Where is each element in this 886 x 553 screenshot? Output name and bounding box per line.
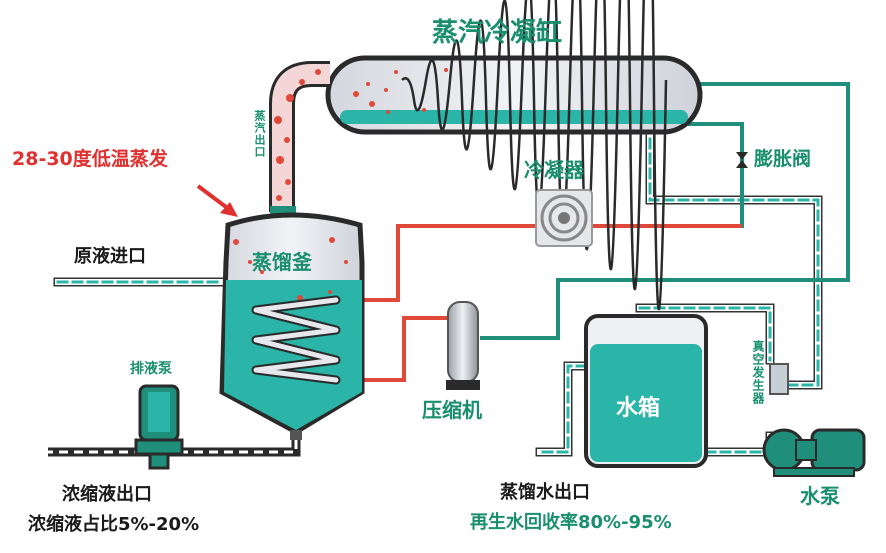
low-temp-evaporation-label: 28-30度低温蒸发 bbox=[12, 148, 168, 170]
condenser-label: 冷凝器 bbox=[524, 158, 584, 182]
water-tank-shape bbox=[584, 314, 708, 468]
concentrate-ratio-label: 浓缩液占比5%-20% bbox=[28, 514, 200, 535]
distilled-water-outlet-label: 蒸馏水出口 bbox=[500, 482, 590, 503]
steam-riser-pipe bbox=[269, 61, 330, 216]
teal-lines bbox=[480, 82, 850, 340]
distillation-kettle-label: 蒸馏釜 bbox=[252, 250, 312, 274]
condensing-cylinder-label: 蒸汽冷凝缸 bbox=[432, 18, 563, 48]
water-pump-label: 水泵 bbox=[800, 484, 840, 508]
distillation-kettle bbox=[219, 212, 365, 440]
concentrate-outlet-label: 浓缩液出口 bbox=[62, 484, 152, 505]
steam-outlet-label: 蒸汽出口 bbox=[253, 110, 266, 158]
condenser-fan-shape bbox=[535, 189, 593, 247]
evaporation-arrow bbox=[196, 184, 238, 217]
recovery-rate-label: 再生水回收率80%-95% bbox=[470, 512, 672, 533]
expansion-valve-label: 膨胀阀 bbox=[754, 148, 812, 170]
water-pump-shape bbox=[762, 428, 866, 477]
discharge-pump-label: 排液泵 bbox=[130, 361, 172, 377]
condensing-cylinder bbox=[325, 0, 703, 311]
compressor-shape bbox=[446, 301, 480, 390]
discharge-pump-shape bbox=[134, 384, 184, 470]
concentrate-pipe bbox=[48, 440, 301, 457]
vacuum-generator-label: 真空发生器 bbox=[751, 340, 765, 405]
water-tank-label: 水箱 bbox=[616, 396, 661, 421]
expansion-valve-shape bbox=[736, 152, 748, 168]
vacuum-generator-shape bbox=[769, 363, 789, 395]
raw-liquid-inlet-label: 原液进口 bbox=[74, 246, 146, 267]
compressor-label: 压缩机 bbox=[422, 398, 482, 422]
